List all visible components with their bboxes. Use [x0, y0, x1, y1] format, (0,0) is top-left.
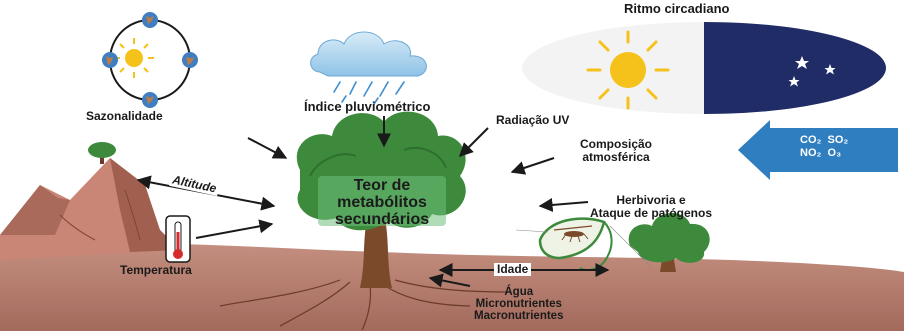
- gas-arrow-shape: [738, 120, 898, 180]
- label-indice-pluviometrico: Índice pluviométrico: [304, 99, 431, 114]
- gas-o3: O₃: [827, 146, 842, 159]
- soil-ground: [0, 243, 904, 331]
- small-tree-icon: [628, 212, 710, 272]
- label-composicao-line1: Composição: [580, 137, 653, 151]
- label-micronutrientes: Micronutrientes: [475, 298, 562, 311]
- label-idade: Idade: [494, 263, 532, 276]
- label-composicao-line2: atmosférica: [582, 149, 650, 164]
- mountain-icon: [0, 142, 180, 260]
- gas-label-block: CO₂ SO₂ NO₂ O₃: [800, 134, 848, 159]
- label-temperatura: Temperatura: [120, 263, 192, 277]
- center-label-line3: secundários: [334, 210, 430, 228]
- gas-co2: CO₂: [800, 134, 822, 146]
- rain-cloud-icon: [310, 31, 427, 105]
- label-sazonalidade: Sazonalidade: [86, 109, 163, 123]
- gas-no2: NO₂: [800, 146, 822, 159]
- seasons-icon: [102, 12, 198, 108]
- label-composicao: Composição atmosférica: [580, 138, 652, 163]
- label-herbivoria: Herbivoria e Ataque de patógenos: [590, 194, 712, 219]
- label-radiacao-uv: Radiação UV: [496, 113, 570, 127]
- label-macronutrientes: Macronutrientes: [474, 310, 564, 323]
- label-herbivoria-line2: Ataque de patógenos: [590, 205, 713, 220]
- center-label-plate: [318, 176, 446, 226]
- label-agua: Água: [504, 286, 534, 298]
- center-label: Teor de metabólitos secundários: [318, 177, 446, 228]
- label-herbivoria-line1: Herbivoria e: [616, 193, 686, 207]
- thermometer-icon: [165, 215, 191, 263]
- label-nutrients: Água Micronutrientes Macronutrientes: [474, 286, 563, 322]
- soil-roots: [219, 279, 511, 331]
- label-ritmo-circadiano: Ritmo circadiano: [624, 1, 730, 16]
- gas-so2: SO₂: [827, 134, 849, 146]
- center-label-line1: Teor de: [353, 177, 411, 194]
- center-label-line2: metabólitos: [337, 193, 427, 211]
- circadian-icon: [522, 22, 886, 114]
